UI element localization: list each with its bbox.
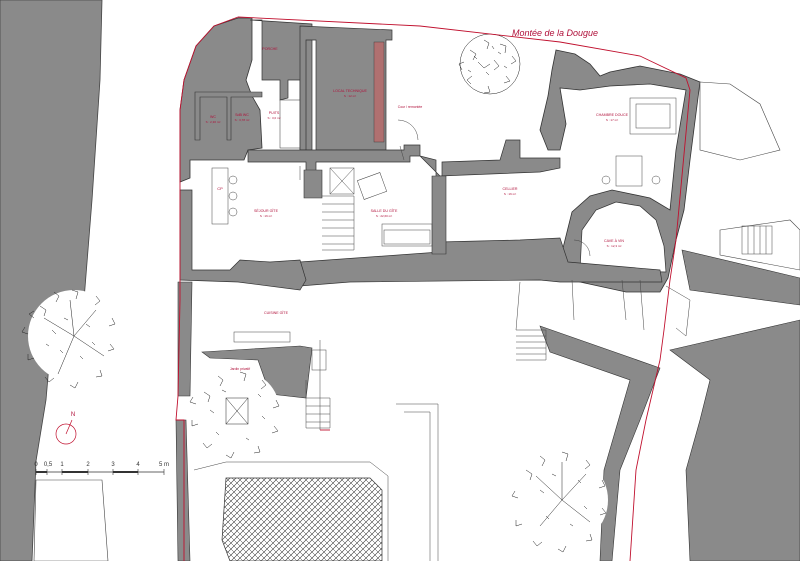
stone-column xyxy=(373,41,385,143)
interior-linework xyxy=(193,97,773,561)
cave-arch xyxy=(579,201,667,273)
scale-tick-3: 3 xyxy=(111,462,115,468)
puits-void xyxy=(279,99,301,149)
wall-lower-east xyxy=(539,325,661,561)
wall-east-block xyxy=(681,249,800,306)
street-wall-lower xyxy=(33,479,109,561)
scale-tick-0: 0 xyxy=(34,462,38,468)
room-label-salle: SALLE DU GÎTE xyxy=(371,209,398,213)
room-label-sejour: SÉJOUR GÎTE xyxy=(254,208,279,213)
north-arrow: N xyxy=(55,412,77,445)
property-boundary xyxy=(237,16,691,561)
room-sub-sejour: S : 16 m² xyxy=(260,214,272,218)
tree-top xyxy=(458,33,521,95)
property-boundary-west xyxy=(175,16,239,561)
room-sub-chambre: S : 17 m² xyxy=(606,118,618,122)
wall-far-east xyxy=(669,319,800,561)
room-label-cour: Cour / remontée xyxy=(398,105,423,109)
room-label-jardin: Jardin privatif xyxy=(230,367,250,371)
room-label-sdb-wc: SdB WC xyxy=(235,113,249,117)
wall-sejour xyxy=(179,189,307,291)
room-sub-sdb-wc: S : 3,78 m² xyxy=(235,118,250,122)
room-label-cave: CAVE À VIN xyxy=(604,239,624,243)
room-label-puits: PUITS xyxy=(269,111,280,115)
scale-tick-0-5: 0,5 xyxy=(44,462,53,468)
tree-left xyxy=(21,289,120,389)
wall-ne-annex xyxy=(699,81,781,161)
room-label-chambre: CHAMBRE DOUCE xyxy=(596,113,629,117)
wall-lower-west xyxy=(175,419,191,561)
scale-tick-4: 4 xyxy=(136,462,140,468)
wall-east xyxy=(539,49,701,293)
wall-stair-core xyxy=(303,169,323,199)
street-wall-left xyxy=(0,0,103,561)
cp-label: CP xyxy=(217,186,223,191)
scale-tick-1: 1 xyxy=(60,462,64,468)
wall-cuisine-west xyxy=(177,281,193,397)
room-label-wc: WC xyxy=(210,115,216,119)
wall-wc xyxy=(194,91,263,141)
room-sub-salle: S : 22,60 m² xyxy=(376,214,392,218)
wall-porche xyxy=(249,19,313,151)
room-sub-wc: S : 2,30 m² xyxy=(206,120,221,124)
paved-courtyard-cross xyxy=(222,478,382,561)
wall-cuisine-south xyxy=(201,345,313,399)
room-sub-cellier: S : 16 m² xyxy=(504,192,516,196)
room-sub-puits: S : 3,0 m² xyxy=(267,116,280,120)
room-label-porche: PORCHE xyxy=(262,47,278,51)
tree-bottom xyxy=(511,451,608,553)
room-label-local-technique: LOCAL TECHNIQUE xyxy=(333,89,367,93)
tree-courtyard xyxy=(189,370,280,459)
scale-bar: 0 0,5 1 2 3 4 5 m xyxy=(34,462,169,475)
scale-tick-5: 5 m xyxy=(159,462,169,468)
street-label: Montée de la Dougue xyxy=(512,28,598,38)
room-label-cellier: CELLIER xyxy=(503,187,518,191)
wall-salle-cellier xyxy=(431,175,447,255)
room-label-cuisine: CUISINE GÎTE xyxy=(264,311,289,315)
north-label: N xyxy=(71,412,75,418)
room-sub-local-technique: S : 12 m² xyxy=(344,94,356,98)
scale-tick-2: 2 xyxy=(86,462,90,468)
room-sub-cave: S : 12,3 m² xyxy=(607,244,622,248)
